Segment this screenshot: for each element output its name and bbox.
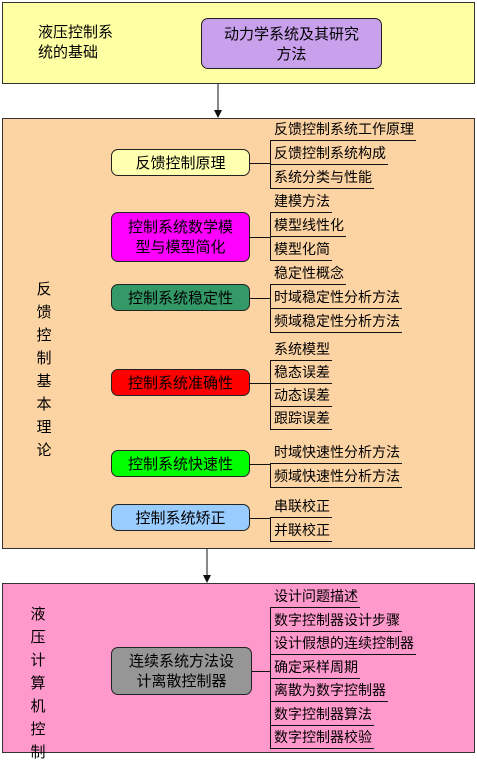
- bottom-section-label: 液压计算机控制: [30, 605, 46, 761]
- connector-1: [250, 162, 270, 164]
- topic-6-item: 串联校正: [270, 498, 332, 518]
- topic-4-item: 跟踪误差: [270, 410, 332, 430]
- topic-box-3: 控制系统稳定性: [111, 284, 250, 311]
- topic-box-4: 控制系统准确性: [111, 369, 250, 396]
- arrow-middle-to-bottom: [203, 549, 211, 583]
- connector-3: [250, 297, 270, 299]
- topic-3-item: 频域稳定性分析方法: [270, 313, 402, 333]
- connector-2: [250, 237, 270, 238]
- dynamics-box: 动力学系统及其研究 方法: [201, 18, 382, 69]
- bottom-item: 数字控制器算法: [270, 706, 374, 726]
- topic-4-item: 动态误差: [270, 387, 332, 407]
- topic-3-item: 稳定性概念: [270, 265, 346, 285]
- topic-5-item: 时域快速性分析方法: [270, 444, 402, 464]
- bottom-item: 设计问题描述: [270, 588, 360, 608]
- arrow-top-to-middle: [214, 84, 222, 118]
- topic-1-item: 反馈控制系统构成: [270, 145, 388, 165]
- bracket-5: [270, 463, 271, 487]
- topic-6-item: 并联校正: [270, 522, 332, 542]
- middle-section: [2, 118, 475, 549]
- bottom-item: 离散为数字控制器: [270, 682, 388, 702]
- topic-box-6: 控制系统矫正: [111, 504, 250, 531]
- middle-section-label: 反馈控制基本理论: [36, 280, 52, 459]
- topic-4-item: 系统模型: [270, 341, 332, 361]
- connector-4: [250, 382, 270, 384]
- bottom-item: 确定采样周期: [270, 659, 360, 679]
- topic-5-item: 频域快速性分析方法: [270, 468, 402, 488]
- bracket-6: [270, 517, 271, 541]
- bottom-item: 设计假想的连续控制器: [270, 635, 416, 655]
- bottom-item: 数字控制器校验: [270, 729, 374, 749]
- topic-2-item: 模型化简: [270, 241, 332, 261]
- topic-box-2: 控制系统数学模 型与模型简化: [111, 212, 250, 262]
- topic-box-1: 反馈控制原理: [111, 149, 250, 176]
- discrete-controller-box: 连续系统方法设 计离散控制器: [111, 647, 252, 695]
- topic-3-item: 时域稳定性分析方法: [270, 289, 402, 309]
- connector-5: [250, 463, 270, 465]
- topic-box-5: 控制系统快速性: [111, 450, 250, 477]
- bottom-item: 数字控制器设计步骤: [270, 612, 402, 632]
- topic-2-item: 模型线性化: [270, 217, 346, 237]
- bracket-4: [270, 360, 271, 429]
- topic-1-item: 系统分类与性能: [270, 169, 374, 189]
- top-section-label: 液压控制系 统的基础: [38, 23, 114, 61]
- topic-4-item: 稳态误差: [270, 364, 332, 384]
- topic-1-item: 反馈控制系统工作原理: [270, 121, 416, 141]
- topic-2-item: 建模方法: [270, 193, 332, 213]
- connector-bottom: [252, 671, 270, 672]
- connector-6: [250, 517, 270, 519]
